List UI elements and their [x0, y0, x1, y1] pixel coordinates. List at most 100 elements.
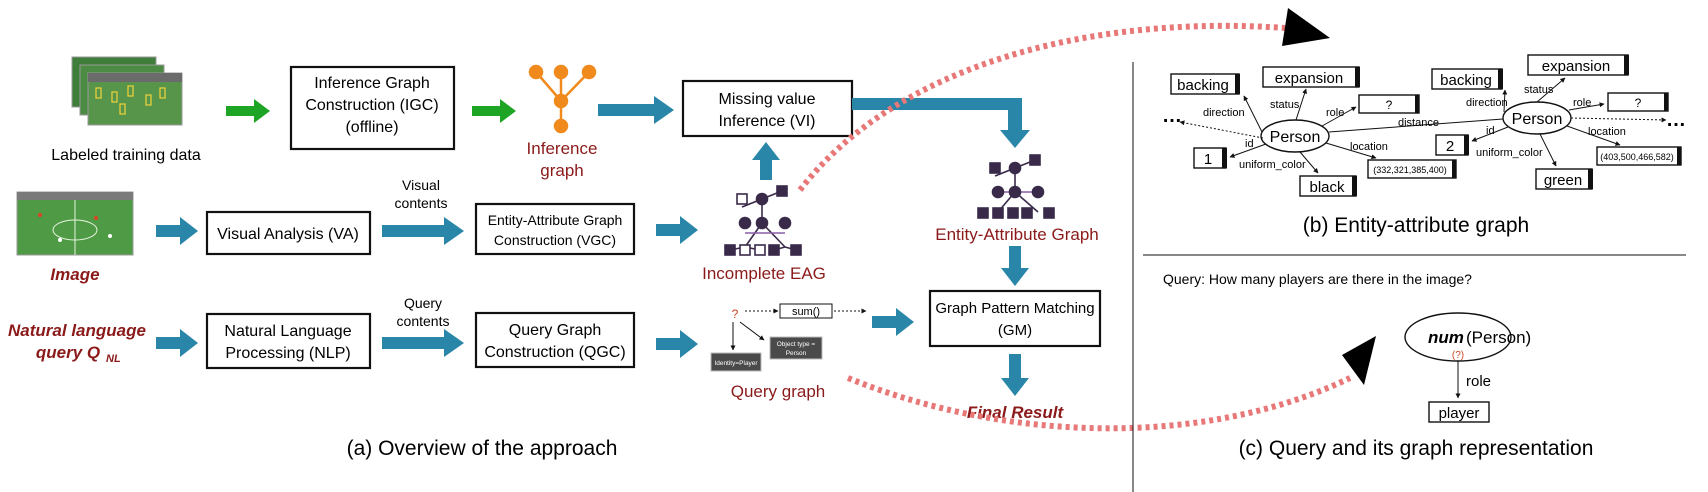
labeled-training-data-label: Labeled training data: [51, 147, 201, 164]
eag-left-ellipsis: …: [1162, 105, 1182, 127]
labeled-training-data-image: [71, 56, 183, 126]
input-image: [16, 191, 134, 256]
arrow-qgc-to-query-graph: [656, 330, 698, 358]
vgc-line1: Entity-Attribute Graph: [488, 212, 623, 228]
eag-left-person-node: [1260, 119, 1330, 153]
inference-graph-label-2: graph: [540, 161, 583, 180]
eag-icon: [977, 154, 1055, 219]
nlp-box: [205, 312, 372, 370]
caption-eag: (b) Entity-attribute graph: [1303, 214, 1529, 237]
qgc-box: [474, 311, 636, 369]
query-role: role: [1466, 373, 1491, 390]
query-contents-line1: Query: [404, 295, 442, 311]
eag-right-green: green: [1544, 172, 1582, 189]
eag-right-two: 2: [1446, 138, 1454, 155]
incomplete-eag-label: Incomplete EAG: [702, 264, 826, 283]
vgc-line2: Construction (VGC): [494, 232, 616, 248]
nlp-line2: Processing (NLP): [225, 345, 350, 362]
gm-line1: Graph Pattern Matching: [935, 300, 1094, 317]
arrow-query-graph-to-gm: [872, 308, 914, 336]
vi-line1: Missing value: [719, 91, 816, 108]
qg-objtype-2: Person: [786, 350, 807, 357]
eag-left-backing: backing: [1177, 77, 1229, 94]
query-player-box: [1428, 401, 1490, 423]
caption-overview: (a) Overview of the approach: [347, 437, 618, 460]
inference-graph-icon: [528, 64, 597, 134]
eag-label: Entity-Attribute Graph: [935, 225, 1098, 244]
final-result-label: Final Result: [967, 403, 1065, 422]
vi-box: [681, 79, 854, 138]
eag-left-direction: direction: [1203, 107, 1245, 119]
image-label: Image: [50, 265, 99, 284]
qg-sum: sum(): [792, 306, 820, 318]
query-person: (Person): [1466, 328, 1531, 347]
vgc-box: [474, 202, 636, 256]
eag-right-expansion: expansion: [1542, 58, 1610, 75]
nlq-label-line2: query Q: [36, 343, 100, 362]
query-contents-line2: contents: [397, 313, 450, 329]
arrow-vgc-to-incomplete-eag: [656, 216, 698, 244]
eag-left-uniform-color: uniform_color: [1239, 159, 1306, 171]
eag-distance: distance: [1398, 117, 1439, 129]
query-question: (?): [1452, 350, 1464, 361]
eag-right-status: status: [1524, 84, 1554, 96]
arrow-inference-to-vi: [598, 96, 674, 124]
eag-left-status: status: [1270, 99, 1300, 111]
va-label: Visual Analysis (VA): [217, 226, 359, 243]
eag-right-direction: direction: [1466, 97, 1508, 109]
nlq-label-line1: Natural language: [8, 321, 146, 340]
gm-box: [928, 289, 1102, 348]
arrow-eag-to-gm: [1001, 246, 1029, 286]
qg-objtype-1: Object type =: [777, 341, 816, 348]
nlp-line1: Natural Language: [224, 323, 351, 340]
arrow-incomplete-eag-to-vi: [752, 142, 780, 180]
visual-contents-line2: contents: [395, 195, 448, 211]
dashed-curve-arrowhead-bottom: [1342, 336, 1376, 385]
arrow-gm-to-final: [1001, 354, 1029, 396]
eag-left-location-val: (332,321,385,400): [1373, 165, 1447, 175]
eag-right-question: ?: [1635, 96, 1642, 110]
eag-left-location: location: [1350, 141, 1388, 153]
eag-left-one: 1: [1204, 151, 1212, 168]
qg-identity: Identity=Player: [714, 360, 758, 367]
nlq-subscript: NL: [106, 353, 121, 365]
eag-right-backing: backing: [1440, 72, 1492, 89]
eag-left-question: ?: [1386, 98, 1393, 112]
qgc-line1: Query Graph: [509, 322, 601, 339]
arrow-nlq-to-nlp: [156, 329, 198, 357]
igc-line3: (offline): [345, 119, 398, 136]
dashed-curve-arrowhead-top: [1282, 8, 1330, 46]
arrow-nlp-to-qgc: [382, 329, 464, 357]
gm-line2: (GM): [998, 322, 1032, 339]
query-graph-label: Query graph: [731, 382, 826, 401]
igc-line1: Inference Graph: [314, 75, 430, 92]
eag-left-black: black: [1309, 179, 1345, 196]
eag-left-person: Person: [1270, 129, 1321, 146]
arrow-vi-to-eag: [852, 98, 1030, 148]
eag-right-uniform-color: uniform_color: [1476, 147, 1543, 159]
igc-line2: Construction (IGC): [305, 97, 438, 114]
eag-left-role: role: [1326, 107, 1344, 119]
incomplete-eag-icon: [724, 185, 802, 256]
visual-contents-line1: Visual: [402, 177, 440, 193]
dashed-curve-to-query-panel: [846, 375, 1352, 432]
eag-right-ellipsis: …: [1666, 109, 1686, 131]
eag-left-id: id: [1245, 138, 1254, 150]
eag-left-expansion: expansion: [1275, 70, 1343, 87]
arrow-igc-to-inference-graph: [472, 99, 516, 123]
vi-line2: Inference (VI): [719, 113, 816, 130]
query-num: num: [1428, 328, 1464, 347]
eag-panel: Person backing expansion ? 1 black (332,…: [1162, 54, 1686, 197]
query-text: Query: How many players are there in the…: [1163, 271, 1472, 287]
eag-right-location: location: [1588, 126, 1626, 138]
va-box: [205, 210, 372, 256]
arrow-training-to-igc: [226, 99, 270, 123]
eag-right-person: Person: [1512, 111, 1563, 128]
inference-graph-label-1: Inference: [527, 139, 598, 158]
eag-right-role: role: [1573, 97, 1591, 109]
query-graph-icon: ? sum() Identity=Player Object type = Pe…: [710, 303, 867, 372]
qgc-line2: Construction (QGC): [484, 344, 625, 361]
query-player: player: [1439, 405, 1480, 422]
arrow-va-to-vgc: [382, 217, 464, 245]
caption-query: (c) Query and its graph representation: [1239, 437, 1594, 460]
